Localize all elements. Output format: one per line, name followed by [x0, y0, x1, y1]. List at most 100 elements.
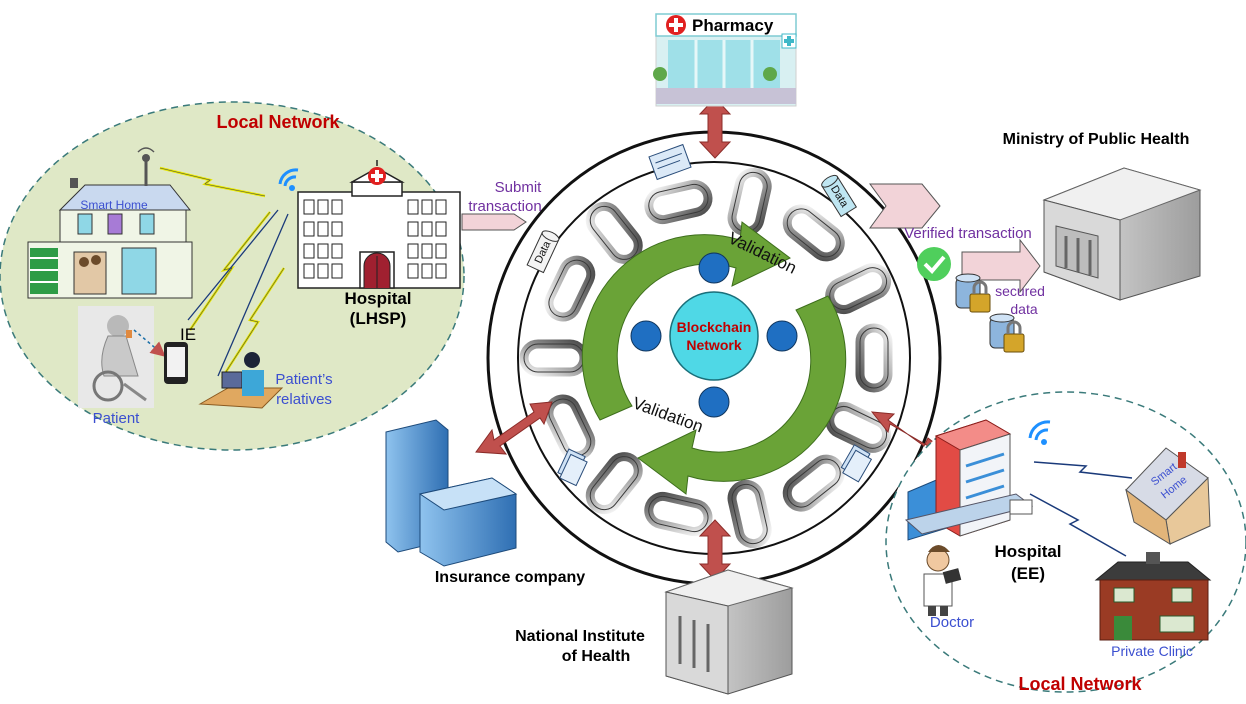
hospital-window — [435, 221, 447, 237]
hospital-window — [317, 221, 329, 237]
hospital-window — [407, 263, 419, 279]
secured-database-lock-icon-1 — [955, 273, 991, 313]
wireless-links-right — [1029, 461, 1133, 557]
doctor-label: Doctor — [930, 614, 974, 631]
node-right — [766, 320, 798, 352]
pharmacy-label: Pharmacy — [692, 16, 774, 35]
node-left — [630, 320, 662, 352]
validation-arrow-bottom — [637, 295, 847, 495]
chain-link-outline — [589, 456, 639, 511]
hospital-lhsp-name: Hospital — [344, 289, 411, 308]
document-stack-left-icon — [557, 448, 588, 487]
hospital-window — [331, 243, 343, 259]
hospital-window — [407, 199, 419, 215]
hospital-lhsp-door-icon — [359, 251, 395, 289]
data-to-ministry-arrow — [869, 183, 941, 229]
hospital-window — [303, 221, 315, 237]
hospital-window — [331, 199, 343, 215]
private-clinic-building-icon — [1094, 552, 1212, 641]
doctor-icon — [923, 545, 962, 616]
hospital-window — [407, 243, 419, 259]
chain-link-outline — [731, 483, 768, 545]
left-network-title: Local Network — [216, 112, 340, 132]
right-local-network: Local Network Hospital (EE) — [885, 391, 1246, 694]
relatives-label-line2: relatives — [276, 391, 332, 408]
verified-transaction-label: Verified transaction — [904, 225, 1032, 242]
wifi-icon — [278, 168, 299, 191]
hospital-window — [421, 243, 433, 259]
ministry-label: Ministry of Public Health — [1003, 131, 1190, 148]
smart-home-label: Smart Home — [80, 198, 148, 212]
hospital-ee-building-icon — [904, 419, 1034, 541]
submit-label-line1: Submit — [495, 179, 543, 196]
data-cylinder-right — [821, 174, 858, 218]
hospital-window — [435, 199, 447, 215]
hospital-ee-code: (EE) — [1011, 564, 1045, 583]
chain-link-outline — [786, 208, 841, 258]
chain-link-outline — [648, 183, 709, 221]
submit-transaction-arrow — [461, 213, 527, 231]
validation-arrows — [581, 221, 847, 495]
chain-link-outline — [589, 205, 639, 260]
wireless-link-lines — [159, 166, 289, 379]
document-icon-top — [648, 143, 692, 181]
secured-label-line2: data — [1010, 301, 1037, 317]
right-network-title: Local Network — [1018, 674, 1142, 694]
hospital-lhsp-windows — [303, 199, 447, 279]
hospital-window — [435, 263, 447, 279]
chain-link-outline — [648, 495, 709, 533]
secured-label-line1: secured — [995, 283, 1045, 299]
relatives-desk-icon — [198, 352, 284, 409]
hospital-window — [317, 263, 329, 279]
nih-building-icon — [664, 569, 794, 695]
hospital-window — [317, 243, 329, 259]
chain-links — [519, 167, 893, 549]
hospital-window — [303, 199, 315, 215]
data-cylinder-left — [526, 230, 560, 274]
relatives-label-line1: Patient’s — [275, 371, 332, 388]
chain-link-outline — [548, 259, 592, 318]
hospital-window — [331, 221, 343, 237]
nih-label-line2: of Health — [562, 648, 630, 665]
hospital-lhsp-code: (LHSP) — [350, 309, 407, 328]
smart-home-right-icon — [1125, 447, 1211, 545]
insurance-connector-arrow — [475, 401, 553, 455]
private-clinic-label: Private Clinic — [1111, 643, 1193, 659]
patient-wheelchair-icon — [78, 306, 154, 408]
hospital-window — [421, 263, 433, 279]
chain-link-outline — [859, 327, 889, 389]
ministry-building-icon — [1042, 167, 1202, 301]
blockchain-hub — [669, 291, 759, 381]
ie-label: IE — [180, 325, 196, 344]
verified-check-icon — [917, 247, 951, 281]
secured-database-lock-icon-2 — [989, 313, 1025, 353]
hospital-window — [331, 263, 343, 279]
hospital-ee-name: Hospital — [994, 542, 1061, 561]
hospital-window — [407, 221, 419, 237]
hospital-window — [421, 221, 433, 237]
submit-label-line2: transaction — [468, 198, 541, 215]
insurance-label: Insurance company — [435, 569, 585, 586]
hospital-window — [421, 199, 433, 215]
patient-label: Patient — [93, 410, 141, 427]
hospital-window — [303, 243, 315, 259]
hospital-window — [317, 199, 329, 215]
smart-home-house-icon — [27, 147, 193, 299]
blockchain-label-line1: Blockchain — [677, 319, 752, 335]
blockchain-label-line2: Network — [686, 337, 741, 353]
insurance-tower-icon — [385, 419, 518, 567]
validation-arrow-top — [581, 221, 791, 421]
node-bottom — [698, 386, 730, 418]
blockchain-nodes — [630, 252, 798, 418]
pharmacy-cross-icon — [666, 15, 686, 35]
pharmacy-connector-arrow — [698, 97, 732, 159]
hospital-window — [435, 243, 447, 259]
node-top — [698, 252, 730, 284]
wifi-icon-right — [1028, 420, 1051, 445]
chain-link-outline — [548, 398, 592, 457]
document-stack-right-icon — [840, 444, 873, 483]
hospital-window — [303, 263, 315, 279]
left-local-network: Local Network Smart Home — [0, 101, 465, 451]
